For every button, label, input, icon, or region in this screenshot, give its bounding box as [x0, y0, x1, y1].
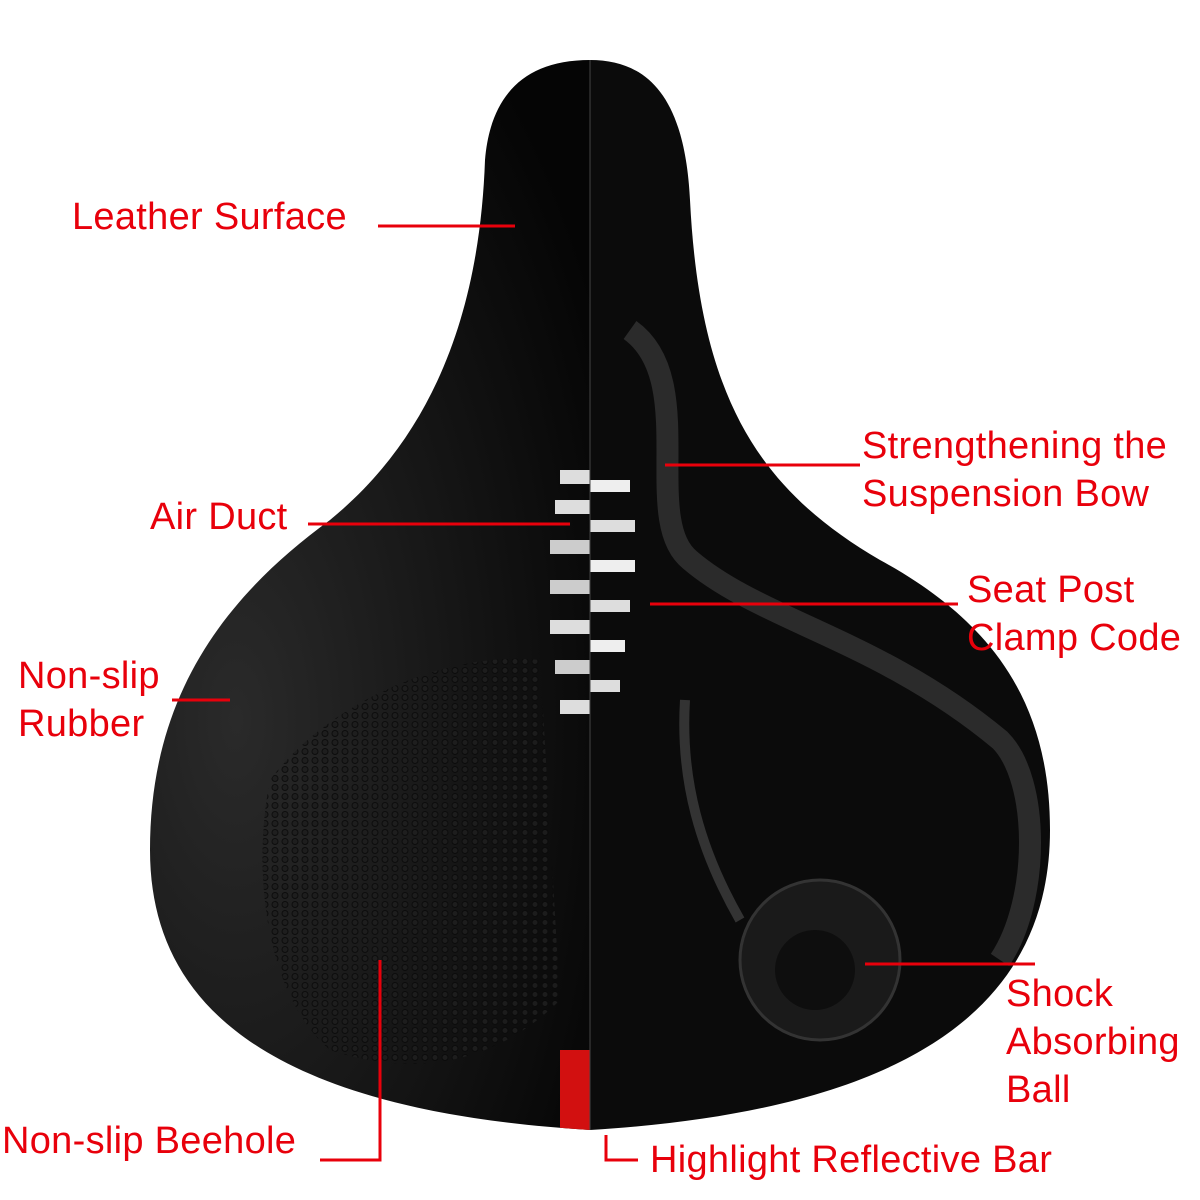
label-reflective-bar: Highlight Reflective Bar [650, 1139, 1053, 1181]
label-line: Rubber [18, 703, 145, 745]
label-suspension-bow: Strengthening the Suspension Bow [862, 422, 1167, 518]
label-line: Suspension Bow [862, 473, 1150, 515]
label-air-duct: Air Duct [150, 496, 288, 538]
label-line: Strengthening the [862, 425, 1168, 467]
label-line: Absorbing [1006, 1021, 1180, 1063]
suspension-bow [622, 321, 1041, 967]
label-non-slip-rubber: Non-slip Rubber [18, 652, 160, 748]
label-shock-absorbing-ball: Shock Absorbing Ball [1006, 970, 1180, 1114]
label-seat-post-clamp: Seat Post Clamp Code [967, 566, 1181, 662]
beehole-panel [262, 658, 560, 1064]
label-non-slip-beehole: Non-slip Beehole [2, 1120, 297, 1162]
label-line: Non-slip [18, 655, 160, 697]
leader-lines [172, 224, 1035, 1162]
label-line: Clamp Code [967, 617, 1182, 659]
label-line: Shock [1006, 973, 1114, 1015]
label-leather-surface: Leather Surface [72, 196, 347, 238]
reflective-bar [560, 1050, 590, 1130]
label-line: Ball [1006, 1069, 1071, 1111]
rail [679, 699, 745, 923]
label-line: Seat Post [967, 569, 1135, 611]
air-duct-slots [550, 470, 635, 714]
